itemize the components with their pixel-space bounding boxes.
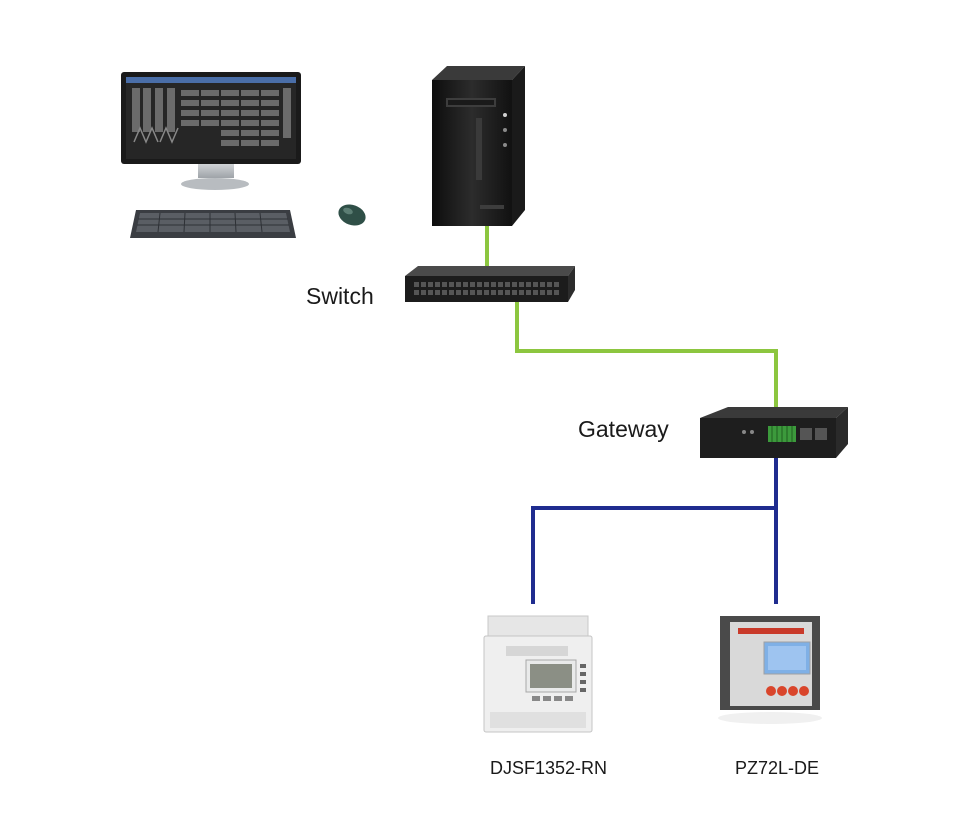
network-switch-icon <box>405 266 575 302</box>
link-bus-device-1 <box>531 506 776 604</box>
gateway-label: Gateway <box>578 416 669 442</box>
device-2-label: PZ72L-DE <box>735 758 820 778</box>
link-switch-gateway <box>515 302 778 410</box>
switch-ports <box>414 282 559 295</box>
panel-meter-icon <box>718 616 822 724</box>
switch-label: Switch <box>306 283 374 309</box>
desktop-computer-icon <box>121 72 301 190</box>
gateway-icon <box>700 407 848 458</box>
device-1-label: DJSF1352-RN <box>490 758 608 778</box>
keyboard-icon <box>130 210 296 238</box>
monitor-screen-grid <box>132 88 291 146</box>
din-rail-meter-icon <box>483 615 593 733</box>
connection-lines <box>485 226 778 604</box>
mouse-icon <box>338 204 366 226</box>
server-tower-icon <box>432 66 525 226</box>
